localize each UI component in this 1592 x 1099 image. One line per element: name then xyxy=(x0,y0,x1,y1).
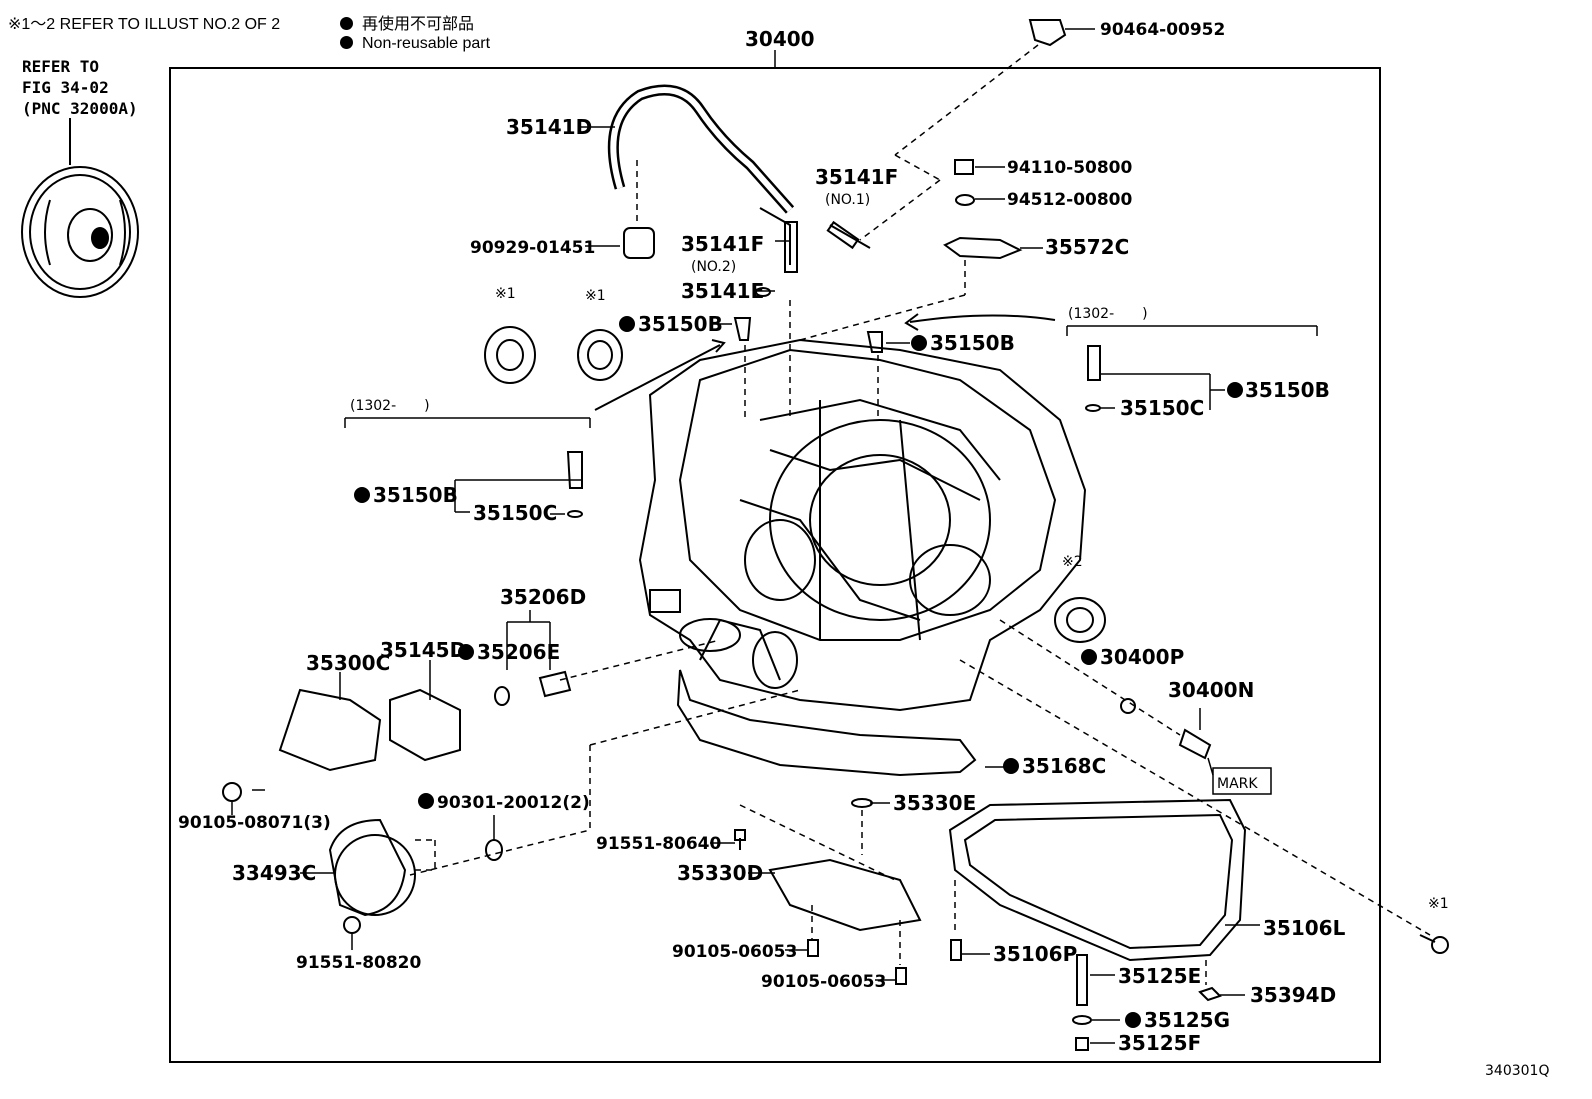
label-35150B-c: 35150B xyxy=(1245,378,1330,402)
dashed-guides xyxy=(409,44,1431,985)
label-30400P: 30400P xyxy=(1100,645,1184,669)
label-35106L: 35106L xyxy=(1263,916,1346,940)
label-35572C: 35572C xyxy=(1045,235,1129,259)
label-30400: 30400 xyxy=(745,27,815,51)
torque-converter-drawing xyxy=(21,118,139,298)
label-90301-20012: 90301-20012(2) xyxy=(437,793,590,813)
label-mark1-c: ※1 xyxy=(1428,896,1449,912)
label-35300C: 35300C xyxy=(306,651,390,675)
label-91551-80820: 91551-80820 xyxy=(296,953,422,973)
label-35141F-no1: 35141F xyxy=(815,165,898,189)
label-mark2: ※2 xyxy=(1062,554,1083,570)
label-35150B-a: 35150B xyxy=(638,312,723,336)
label-35150C-b: 35150C xyxy=(473,501,557,525)
label-90929-01451: 90929-01451 xyxy=(470,238,595,258)
label-35145D: 35145D xyxy=(380,638,466,662)
label-90105-06053-b: 90105-06053 xyxy=(761,972,886,992)
non-reusable-dot-icon xyxy=(458,644,474,660)
non-reusable-dot-icon xyxy=(418,793,434,809)
legend-english-text: Non-reusable part xyxy=(362,35,491,52)
label-35125F: 35125F xyxy=(1118,1031,1201,1055)
label-35168C: 35168C xyxy=(1022,754,1106,778)
label-mark1-a: ※1 xyxy=(495,286,516,302)
label-35330E: 35330E xyxy=(893,791,976,815)
non-reusable-dot-icon xyxy=(1125,1012,1141,1028)
label-35150B-d: 35150B xyxy=(373,483,458,507)
label-mark1-b: ※1 xyxy=(585,288,606,304)
non-reusable-dot-icon xyxy=(340,36,353,49)
refer-to-note: REFER TO FIG 34-02 (PNC 32000A) xyxy=(22,56,138,119)
label-90464-00952: 90464-00952 xyxy=(1100,20,1225,40)
non-reusable-dot-icon xyxy=(1003,758,1019,774)
label-90105-06053-a: 90105-06053 xyxy=(672,942,797,962)
label-94110-50800: 94110-50800 xyxy=(1007,158,1133,178)
label-35206D: 35206D xyxy=(500,585,586,609)
label-35330D: 35330D xyxy=(677,861,763,885)
component-drawings xyxy=(222,19,1449,1051)
non-reusable-dot-icon xyxy=(354,487,370,503)
label-no1: (NO.1) xyxy=(825,192,870,208)
transmission-body-drawing xyxy=(638,338,1087,777)
figure-code: 340301Q xyxy=(1485,1063,1549,1079)
non-reusable-dot-icon xyxy=(619,316,635,332)
legend-english: Non-reusable part xyxy=(340,35,490,53)
label-35150C-a: 35150C xyxy=(1120,396,1204,420)
label-35125G: 35125G xyxy=(1144,1008,1230,1032)
non-reusable-dot-icon xyxy=(1081,649,1097,665)
label-no2: (NO.2) xyxy=(691,259,736,275)
legend-japanese-text: 再使用不可部品 xyxy=(362,16,475,33)
label-mark: MARK xyxy=(1217,776,1258,792)
refer-line-2: FIG 34-02 xyxy=(22,78,109,97)
non-reusable-dot-icon xyxy=(1227,382,1243,398)
label-range-right: (1302- ) xyxy=(1068,306,1148,322)
label-35125E: 35125E xyxy=(1118,964,1201,988)
non-reusable-dot-icon xyxy=(911,335,927,351)
label-90105-08071: 90105-08071(3) xyxy=(178,813,331,833)
leader-lines xyxy=(231,28,1318,1044)
label-35394D: 35394D xyxy=(1250,983,1336,1007)
label-30400N: 30400N xyxy=(1168,678,1254,702)
label-range-left: (1302- ) xyxy=(350,398,430,414)
illustration-note: ※1～2 REFER TO ILLUST NO.2 OF 2 xyxy=(8,16,281,33)
refer-line-1: REFER TO xyxy=(22,57,100,76)
legend-japanese: 再使用不可部品 xyxy=(340,10,474,34)
refer-line-3: (PNC 32000A) xyxy=(22,99,138,118)
mark-box xyxy=(1212,767,1272,795)
label-35141F-no2: 35141F xyxy=(681,232,764,256)
label-35141D: 35141D xyxy=(506,115,592,139)
label-33493C: 33493C xyxy=(232,861,316,885)
label-91551-80640: 91551-80640 xyxy=(596,834,722,854)
non-reusable-dot-icon xyxy=(340,17,353,30)
label-94512-00800: 94512-00800 xyxy=(1007,190,1133,210)
label-35141E: 35141E xyxy=(681,279,764,303)
label-35150B-b: 35150B xyxy=(930,331,1015,355)
label-35206E: 35206E xyxy=(477,640,560,664)
label-35106P: 35106P xyxy=(993,942,1077,966)
